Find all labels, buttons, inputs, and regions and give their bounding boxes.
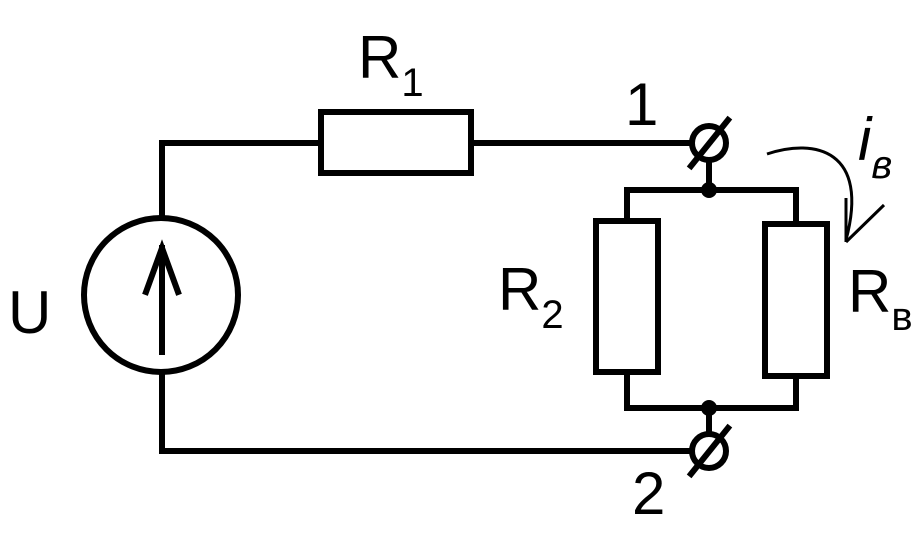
label-node-1: 1 [625,71,658,138]
voltage-source [81,215,241,375]
current-arrow-head-b [844,203,886,244]
resistor-r1 [318,109,474,176]
terminal-1-slash [686,115,733,171]
wires [159,140,799,454]
junction-bottom [701,400,717,416]
source-arrow-head [142,239,182,296]
label-u: U [8,279,51,346]
junction-top [701,182,717,198]
terminal-2-slash [686,423,733,479]
resistor-rv [762,221,830,379]
label-r2: R2 [498,256,564,337]
label-r1: R1 [358,24,424,105]
resistor-r2 [593,218,661,375]
current-arrow-iv [766,146,886,244]
label-rv: Rв [848,258,913,339]
label-iv: iв [858,106,892,187]
current-arrow-curve [766,146,854,241]
terminal-1 [686,115,733,171]
label-node-2: 2 [632,460,665,527]
terminal-2 [686,423,733,479]
